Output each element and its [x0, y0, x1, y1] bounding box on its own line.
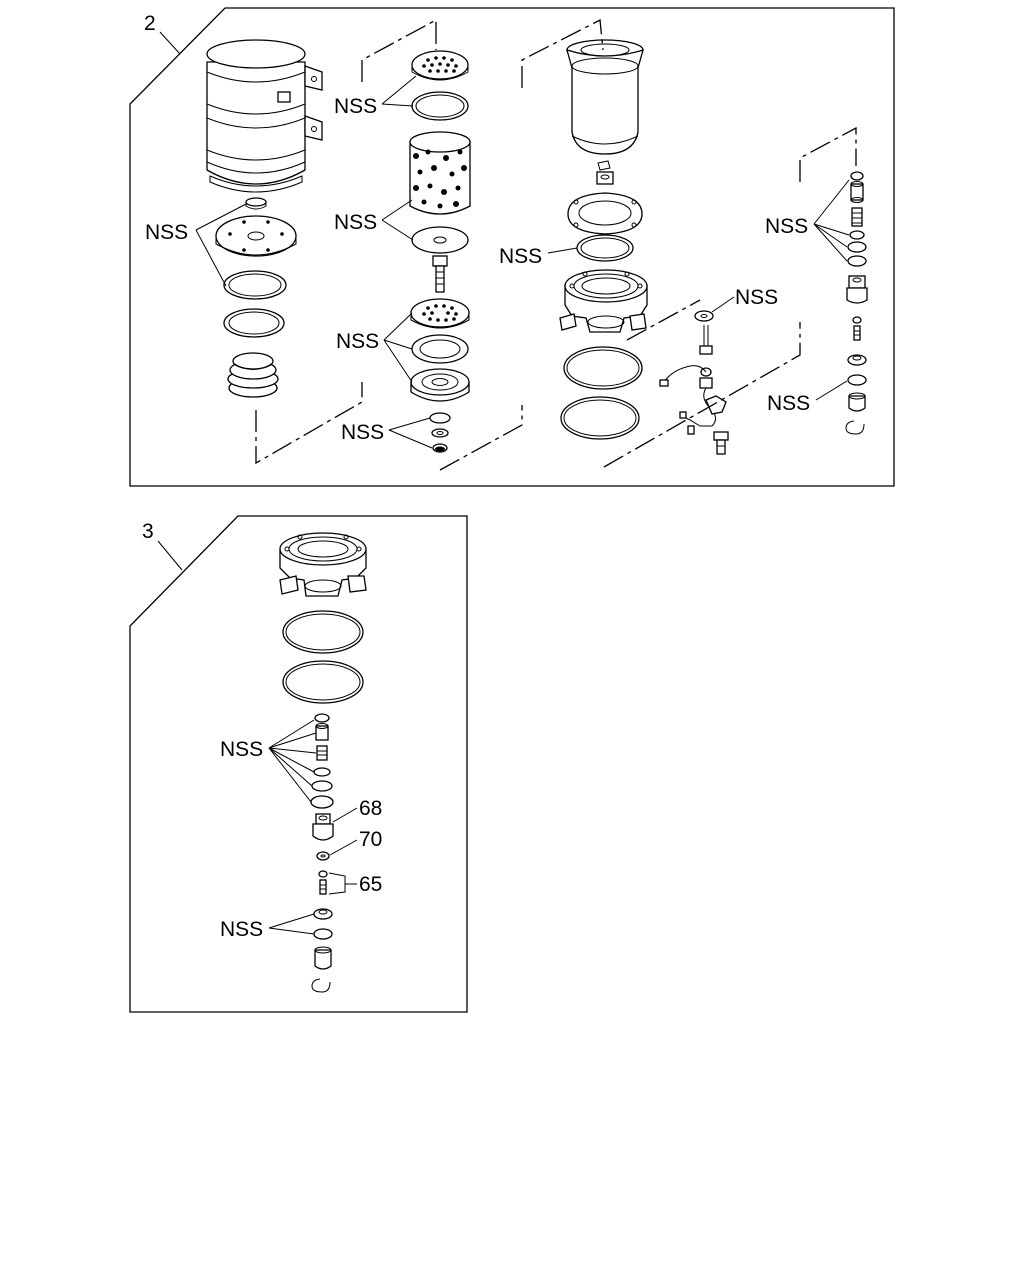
nss-label-center-1: NSS: [334, 95, 377, 118]
nss-label-right-center: NSS: [499, 245, 542, 268]
leader-3: [439, 405, 523, 471]
nss-label-center-3: NSS: [336, 330, 379, 353]
leader-1: [255, 382, 363, 465]
leader-5: [603, 322, 801, 468]
nss-label-center-4: NSS: [341, 421, 384, 444]
panel-3-number: 3: [142, 520, 154, 543]
right-column-parts: [845, 171, 868, 435]
valve-stack-3: [310, 713, 334, 993]
filter-head-3: [279, 532, 367, 597]
panel-2-number: 2: [144, 12, 156, 35]
panel-2-frame: [129, 7, 895, 487]
housing-cylinder: [206, 39, 323, 193]
center-column-parts: [409, 50, 471, 453]
nss-label-right-2: NSS: [767, 392, 810, 415]
panel-2-number-leader: [159, 31, 181, 55]
panel-3: 3: [129, 515, 468, 1013]
o-ring-large-2: [282, 660, 364, 704]
bowl-and-head: [559, 39, 648, 440]
nss-label-3-1: NSS: [220, 738, 263, 761]
nss-label-right-1: NSS: [765, 215, 808, 238]
leader-6: [799, 126, 857, 182]
ref-68-label: 68: [359, 797, 382, 820]
ref-70-label: 70: [359, 828, 382, 851]
nss-label-3-2: NSS: [220, 918, 263, 941]
panel-3-frame: [129, 515, 468, 1013]
o-ring-large-1: [282, 610, 364, 654]
leader-4: [521, 18, 604, 88]
leader-7: [626, 299, 701, 341]
left-column-parts: [215, 197, 297, 398]
panel-2: 2: [129, 7, 895, 487]
leader-2: [361, 18, 437, 82]
ref-65-label: 65: [359, 873, 382, 896]
nss-label-sensor: NSS: [735, 286, 778, 309]
nss-label-left: NSS: [145, 221, 188, 244]
nss-label-center-2: NSS: [334, 211, 377, 234]
sensor-assembly: [659, 310, 729, 455]
